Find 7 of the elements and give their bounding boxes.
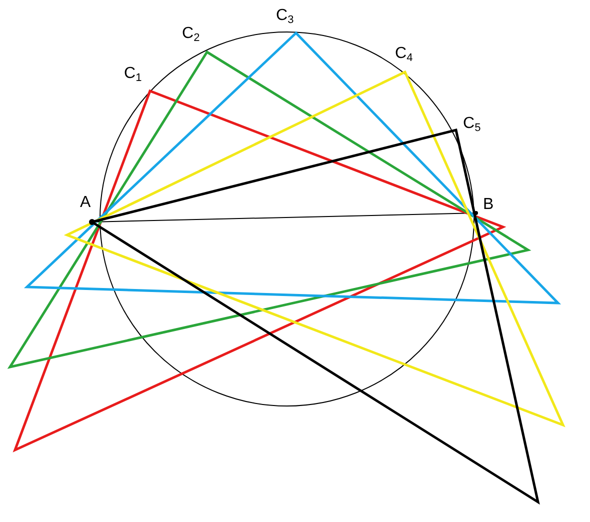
point-label: A	[80, 195, 91, 211]
point-label: C$_{1}$	[124, 66, 142, 84]
point-label: C$_{2}$	[182, 26, 200, 44]
point-label: C$_{4}$	[395, 46, 413, 64]
point-label: C$_{3}$	[276, 8, 294, 26]
point-label: B	[483, 197, 494, 213]
point-label: C$_{5}$	[463, 116, 481, 134]
